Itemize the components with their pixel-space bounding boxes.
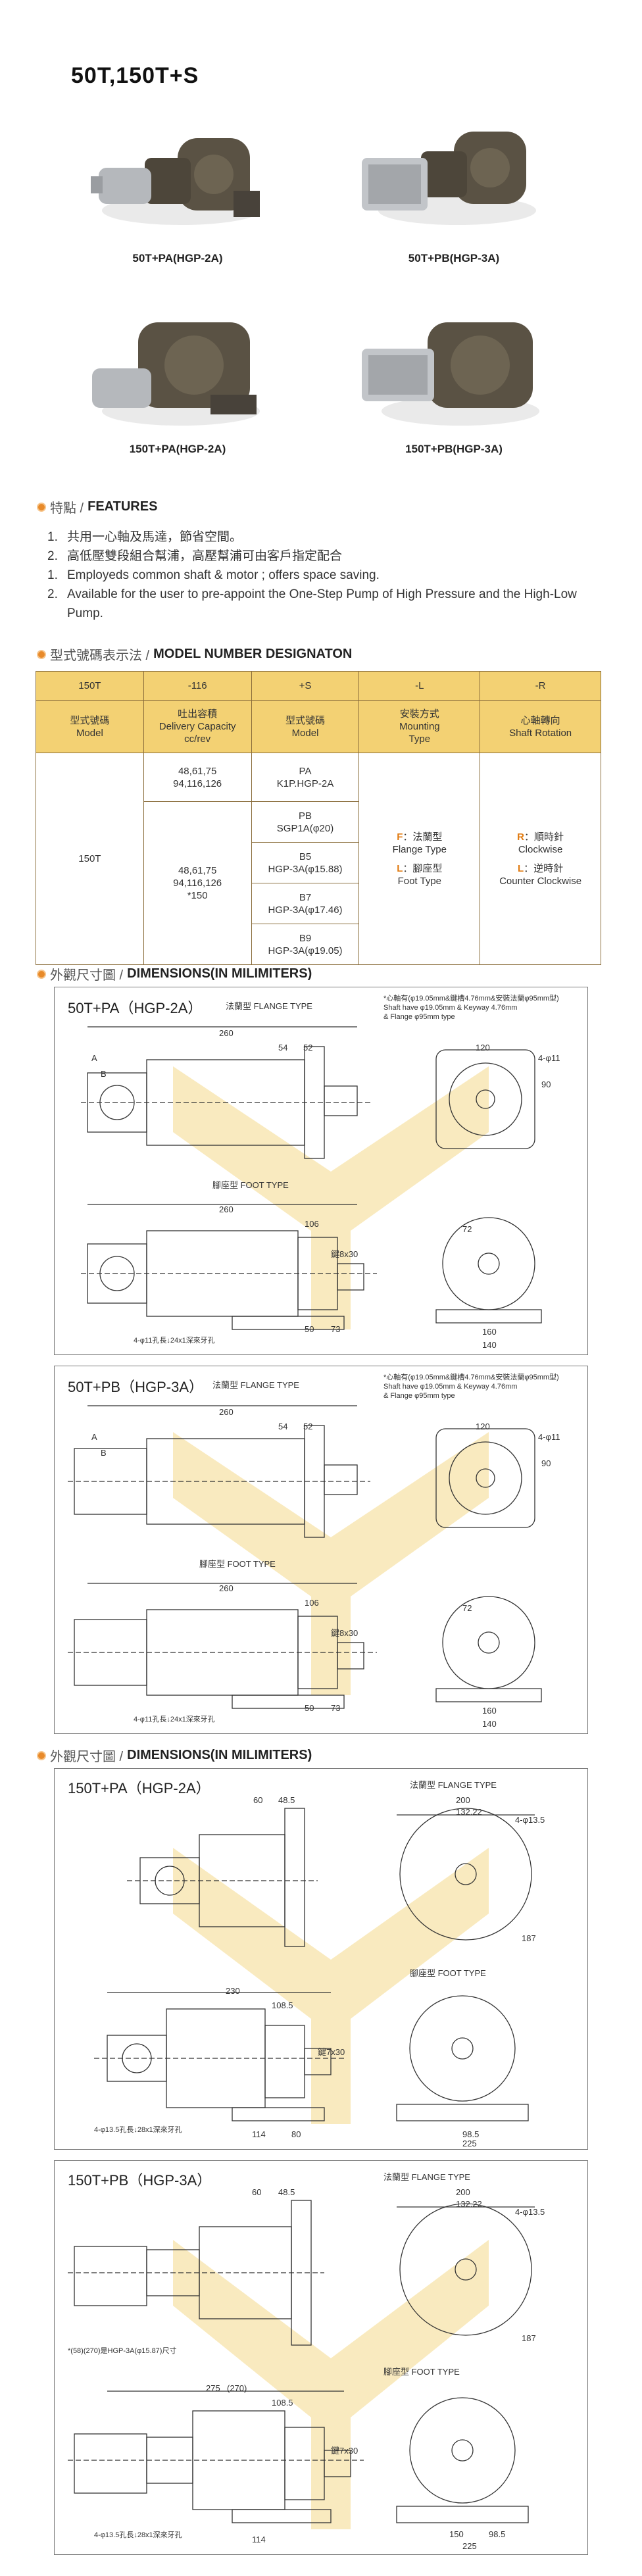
- features-list: 1.共用一心軸及馬達，節省空間。 2.高低壓雙段組合幫浦，高壓幫浦可由客戶指定配…: [47, 528, 600, 623]
- pump-photo: [91, 138, 260, 225]
- code-cell: 150T: [36, 671, 144, 701]
- dimension-panel: 50T+PB（HGP-3A） 法蘭型 FLANGE TYPE *心軸有(φ19.…: [54, 1366, 588, 1734]
- pump-photo: [362, 132, 536, 225]
- foot-side-view: [94, 1992, 529, 2121]
- dimensions-heading: 外觀尺寸圖 / DIMENSIONS(IN MILIMITERS): [37, 1746, 312, 1765]
- foot-type-label: 腳座型 FOOT TYPE: [199, 1559, 276, 1569]
- foot-type-label: 腳座型 FOOT TYPE: [212, 1180, 289, 1190]
- panel-title: 50T+PB（HGP-3A）: [68, 1379, 204, 1395]
- flange-side-view: [81, 1026, 535, 1159]
- dimensions-heading: 外觀尺寸圖 / DIMENSIONS(IN MILIMITERS): [37, 964, 312, 983]
- panel-title: 150T+PA（HGP-2A）: [68, 1780, 210, 1796]
- flange-type-label: 法蘭型 FLANGE TYPE: [212, 1380, 299, 1390]
- flange-type-label: 法蘭型 FLANGE TYPE: [383, 2172, 470, 2182]
- flange-side-view: [68, 1405, 535, 1538]
- panel-title: 50T+PA（HGP-2A）: [68, 1000, 203, 1016]
- product-caption: 50T+PA(HGP-2A): [132, 252, 223, 264]
- list-item: 2.高低壓雙段組合幫浦，高壓幫浦可由客戶指定配合: [47, 549, 343, 563]
- pump-photo: [92, 322, 260, 426]
- model-heading: 型式號碼表示法 / MODEL NUMBER DESIGNATON: [37, 645, 352, 664]
- list-item: 1.共用一心軸及馬達，節省空間。: [47, 530, 243, 544]
- dimension-panel: 50T+PA（HGP-2A） 法蘭型 FLANGE TYPE *心軸有(φ19.…: [54, 987, 588, 1355]
- panel-title: 150T+PB（HGP-3A）: [68, 2172, 212, 2189]
- flange-side-view: [68, 2200, 535, 2346]
- foot-side-view: [68, 1583, 542, 1709]
- model-cell: 150T: [36, 753, 144, 965]
- foot-side-view: [81, 1204, 542, 1330]
- page-title: 50T,150T+S: [71, 63, 199, 88]
- product-card: 50T+PA(HGP-2A): [79, 112, 276, 265]
- product-caption: 150T+PA(HGP-2A): [129, 443, 226, 455]
- product-caption: 150T+PB(HGP-3A): [405, 443, 503, 455]
- foot-side-view: [68, 2390, 529, 2523]
- code-cell: -L: [358, 671, 481, 701]
- shaft-note: *心軸有(φ19.05mm&鍵槽4.76mm&安裝法蘭φ95mm型)Shaft …: [383, 1374, 559, 1400]
- code-cell: +S: [251, 671, 360, 701]
- product-card: 150T+PB(HGP-3A): [355, 303, 553, 456]
- watermark-logo: [173, 1066, 489, 1329]
- product-card: 150T+PA(HGP-2A): [79, 303, 276, 456]
- foot-type-label: 腳座型 FOOT TYPE: [383, 2367, 460, 2377]
- hgp-note: *(58)(270)是HGP-3A(φ15.87)尺寸: [68, 2347, 177, 2355]
- foot-type-label: 腳座型 FOOT TYPE: [410, 1968, 486, 1978]
- pump-photo: [362, 322, 539, 426]
- bullet-icon: [37, 649, 46, 659]
- watermark-logo: [173, 1848, 489, 2124]
- watermark-logo: [173, 1432, 489, 1695]
- rotation-cell: R：順時針 Clockwise L：逆時針 Counter Clockwise: [480, 753, 601, 965]
- bullet-icon: [37, 969, 46, 979]
- flange-side-view: [127, 1808, 535, 1947]
- list-item: 1.Employeds common shaft & motor ; offer…: [47, 568, 380, 582]
- mounting-cell: F：法蘭型 Flange Type L：腳座型 Foot Type: [358, 753, 481, 965]
- bullet-icon: [37, 1750, 46, 1760]
- product-caption: 50T+PB(HGP-3A): [408, 252, 500, 264]
- code-cell: -116: [143, 671, 252, 701]
- code-cell: -R: [480, 671, 601, 701]
- flange-type-label: 法蘭型 FLANGE TYPE: [226, 1001, 312, 1011]
- product-card: 50T+PB(HGP-3A): [355, 112, 553, 265]
- bullet-icon: [37, 502, 46, 512]
- dimension-panel: 150T+PB（HGP-3A） 法蘭型 FLANGE TYPE 60 48.5 …: [54, 2160, 588, 2555]
- features-heading: 特點 / FEATURES: [37, 497, 157, 516]
- watermark-logo: [173, 2240, 489, 2529]
- flange-type-label: 法蘭型 FLANGE TYPE: [410, 1780, 497, 1790]
- shaft-note: *心軸有(φ19.05mm&鍵槽4.76mm&安裝法蘭φ95mm型)Shaft …: [383, 995, 559, 1021]
- list-item: 2.Available for the user to pre-appoint …: [47, 587, 577, 620]
- dimension-panel: 150T+PA（HGP-2A） 法蘭型 FLANGE TYPE 60 48.5 …: [54, 1768, 588, 2150]
